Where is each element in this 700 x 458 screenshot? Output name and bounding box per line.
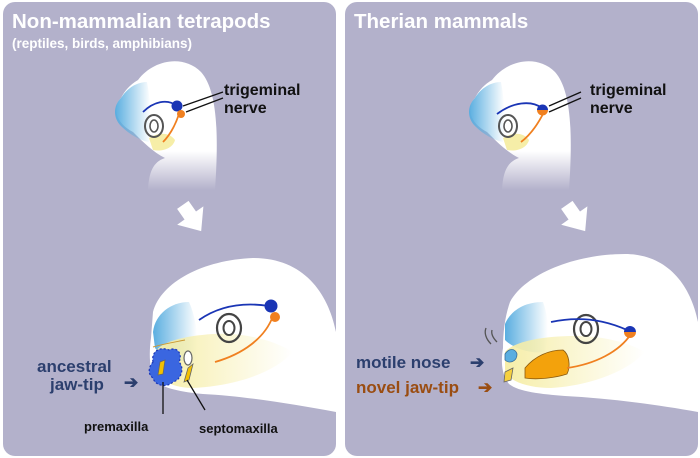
adult-head-large bbox=[148, 258, 336, 414]
ancestral-arrow: ➔ bbox=[124, 373, 139, 392]
trigeminal-label-line1: trigeminal bbox=[224, 82, 301, 99]
trigeminal-label-right-line1: trigeminal bbox=[590, 82, 667, 99]
novel-jaw-shape bbox=[524, 349, 570, 380]
therian-diagram bbox=[469, 61, 698, 412]
panel-title-non-mammalian: Non-mammalian tetrapods bbox=[12, 10, 271, 33]
panel-title-therian: Therian mammals bbox=[354, 10, 529, 33]
trigeminal-label-line2: nerve bbox=[224, 100, 267, 117]
panel-therian-mammals: Therian mammals bbox=[345, 2, 698, 456]
motile-nose-label: motile nose bbox=[356, 353, 451, 372]
septomaxilla-label: septomaxilla bbox=[199, 421, 278, 436]
premaxilla-shape bbox=[148, 348, 183, 387]
premaxilla-label: premaxilla bbox=[84, 419, 149, 434]
novel-jaw-tip-arrow: ➔ bbox=[478, 378, 493, 397]
embryo-head-small bbox=[115, 61, 224, 191]
panel-non-mammalian: Non-mammalian tetrapods (reptiles, birds… bbox=[3, 2, 336, 456]
embryo-head-small-right bbox=[469, 61, 582, 191]
non-mammalian-diagram bbox=[115, 61, 336, 414]
down-arrow bbox=[177, 200, 204, 232]
trigeminal-label-right-line2: nerve bbox=[590, 100, 633, 117]
septomaxilla-shape bbox=[183, 362, 194, 383]
panel-subtitle: (reptiles, birds, amphibians) bbox=[12, 36, 193, 51]
adult-head-mammal bbox=[484, 254, 698, 412]
motile-nose-arrow: ➔ bbox=[470, 353, 485, 372]
ancestral-label-line2: jaw-tip bbox=[50, 375, 104, 394]
ancestral-label-line1: ancestral bbox=[37, 357, 112, 376]
novel-jaw-tip-label: novel jaw-tip bbox=[356, 378, 459, 397]
down-arrow-right bbox=[561, 200, 588, 232]
